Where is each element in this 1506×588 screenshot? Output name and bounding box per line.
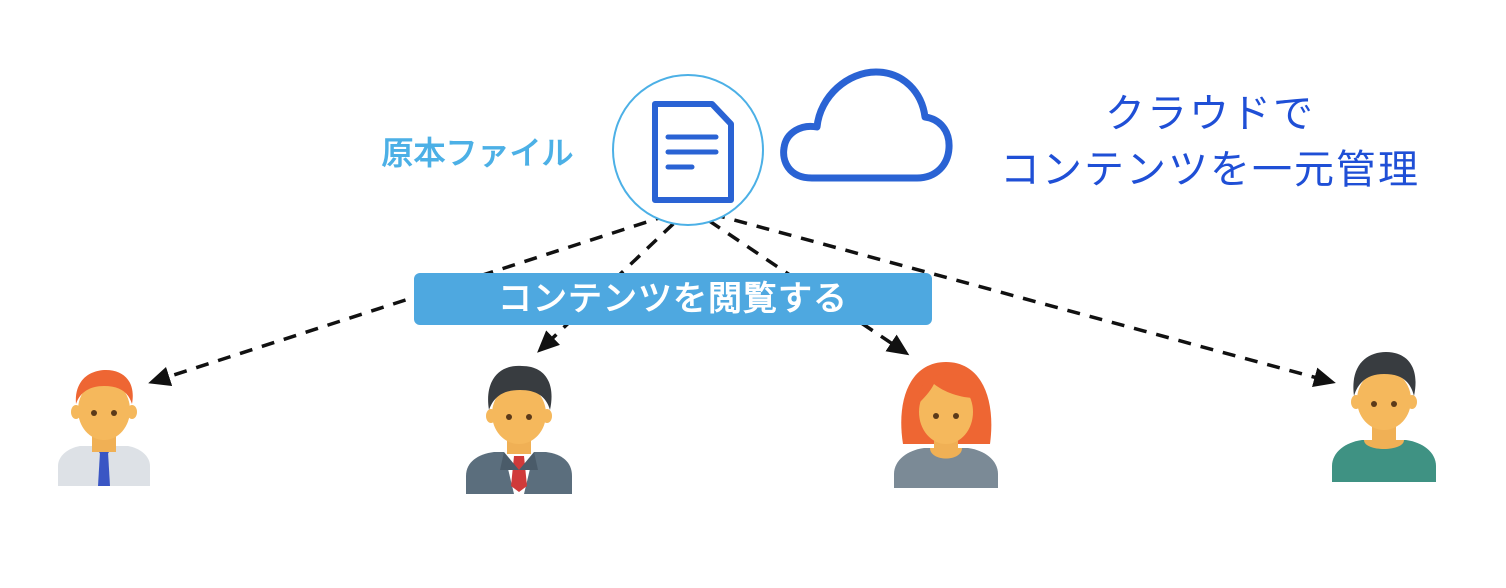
cloud-caption-line-1: クラウドで (1105, 91, 1315, 137)
original-file (612, 74, 764, 226)
cloud-icon (780, 68, 953, 182)
arrow-to-user-4 (689, 206, 1336, 387)
view-content-banner: コンテンツを閲覧する (414, 273, 932, 325)
file-label: 原本ファイル (381, 134, 574, 172)
cloud-caption: クラウドで コンテンツを一元管理 (975, 86, 1445, 198)
cloud-caption-line-2: コンテンツを一元管理 (1000, 147, 1420, 193)
arrow-to-user-3 (689, 206, 910, 356)
woman-icon (894, 362, 998, 488)
document-icon (652, 101, 734, 203)
casual-man-icon (1332, 352, 1436, 482)
businessman-suit-icon (466, 365, 572, 494)
businessman-tie-icon (58, 370, 150, 486)
